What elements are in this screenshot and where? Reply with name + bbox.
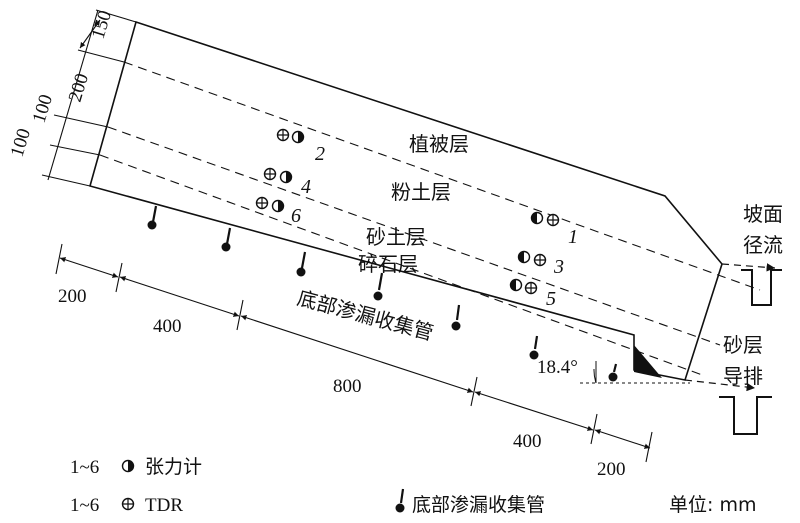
slope-angle-label: 18.4° — [537, 357, 578, 378]
sensor-number: 5 — [546, 288, 556, 310]
drain-pipe-label: 底部渗漏收集管 — [295, 286, 436, 345]
slope-body-outline — [89, 20, 723, 381]
left-thickness-dimension — [41, 9, 137, 187]
tdr-icon — [121, 497, 135, 511]
tensiometer-icon — [517, 250, 531, 264]
drain-pipe-icon — [608, 363, 618, 382]
sensor-6: 6 — [255, 196, 301, 227]
layer-boundaries — [99, 61, 761, 377]
angle-indicator — [580, 361, 690, 384]
drain-pipe-icon — [451, 304, 461, 331]
sand-drainage-collector — [719, 396, 772, 435]
tdr-icon — [546, 213, 560, 227]
layer-label-vegetation: 植被层 — [409, 132, 469, 156]
drain-pipe-icon — [221, 227, 232, 252]
dim-left-100a: 100 — [29, 92, 57, 125]
surface-runoff-label-1: 坡面 — [743, 202, 783, 226]
tensiometer-icon — [271, 199, 285, 213]
surface-runoff-collector — [741, 269, 782, 306]
layer-label-sand: 砂土层 — [366, 225, 426, 249]
dim-bottom-200b: 200 — [597, 459, 626, 480]
tdr-icon — [276, 128, 290, 142]
tensiometer-icon — [509, 278, 523, 292]
drain-outlet-triangle — [634, 345, 662, 378]
legend-pipe-label: 底部渗漏收集管 — [412, 494, 545, 516]
sand-drainage-label-1: 砂层 — [723, 333, 763, 357]
surface-runoff-label-2: 径流 — [743, 233, 783, 257]
tensiometer-icon — [530, 211, 544, 225]
drain-pipe-icon — [529, 335, 539, 360]
sensor-number: 1 — [568, 226, 578, 248]
sensor-4: 4 — [263, 167, 311, 198]
sensor-1: 1 — [530, 211, 578, 248]
dim-bottom-800: 800 — [333, 376, 362, 397]
surface-runoff-arrow — [721, 263, 776, 272]
dim-bottom-400b: 400 — [513, 431, 542, 452]
sensor-5: 5 — [509, 278, 556, 310]
dim-bottom-400a: 400 — [153, 316, 182, 337]
dim-left-200: 200 — [65, 71, 93, 104]
legend-tdr-range: 1~6 — [70, 495, 99, 516]
drain-pipe-icon — [395, 488, 405, 513]
layer-label-gravel: 碎石层 — [358, 252, 418, 276]
legend-tensiometer-range: 1~6 — [70, 457, 99, 478]
layer-label-silt: 粉土层 — [391, 180, 451, 204]
sensor-number: 6 — [291, 205, 301, 227]
tdr-icon — [263, 167, 277, 181]
boundary-vegetation-silt — [123, 61, 761, 291]
sensor-3: 3 — [517, 250, 564, 278]
dim-bottom-200a: 200 — [58, 286, 87, 307]
tdr-icon — [533, 253, 547, 267]
drain-pipe-icon — [147, 205, 158, 230]
legend: 1~6 张力计 1~6 TDR 底部渗漏收集管 单位: mm — [70, 456, 756, 516]
tdr-icon — [524, 281, 538, 295]
dim-left-150: 150 — [88, 8, 116, 41]
drain-pipe-icon — [373, 272, 384, 301]
sensor-number: 4 — [301, 176, 311, 198]
tdr-icon — [255, 196, 269, 210]
sensor-2: 2 — [276, 128, 325, 165]
boundary-sand-gravel — [99, 154, 706, 377]
tensiometer-icon — [279, 170, 293, 184]
drain-pipe-icon — [296, 251, 307, 277]
unit-label: 单位: mm — [669, 494, 756, 516]
legend-tdr-label: TDR — [145, 495, 183, 516]
sand-drainage-label-2: 导排 — [723, 364, 763, 388]
dim-left-100b: 100 — [7, 126, 35, 159]
sensor-number: 3 — [553, 256, 564, 278]
bottom-length-dimension — [55, 243, 653, 463]
boundary-silt-sand — [107, 126, 721, 346]
tensiometer-icon — [121, 459, 135, 473]
sensor-number: 2 — [315, 143, 325, 165]
tensiometer-icon — [291, 130, 305, 144]
legend-tensiometer-label: 张力计 — [145, 456, 202, 478]
